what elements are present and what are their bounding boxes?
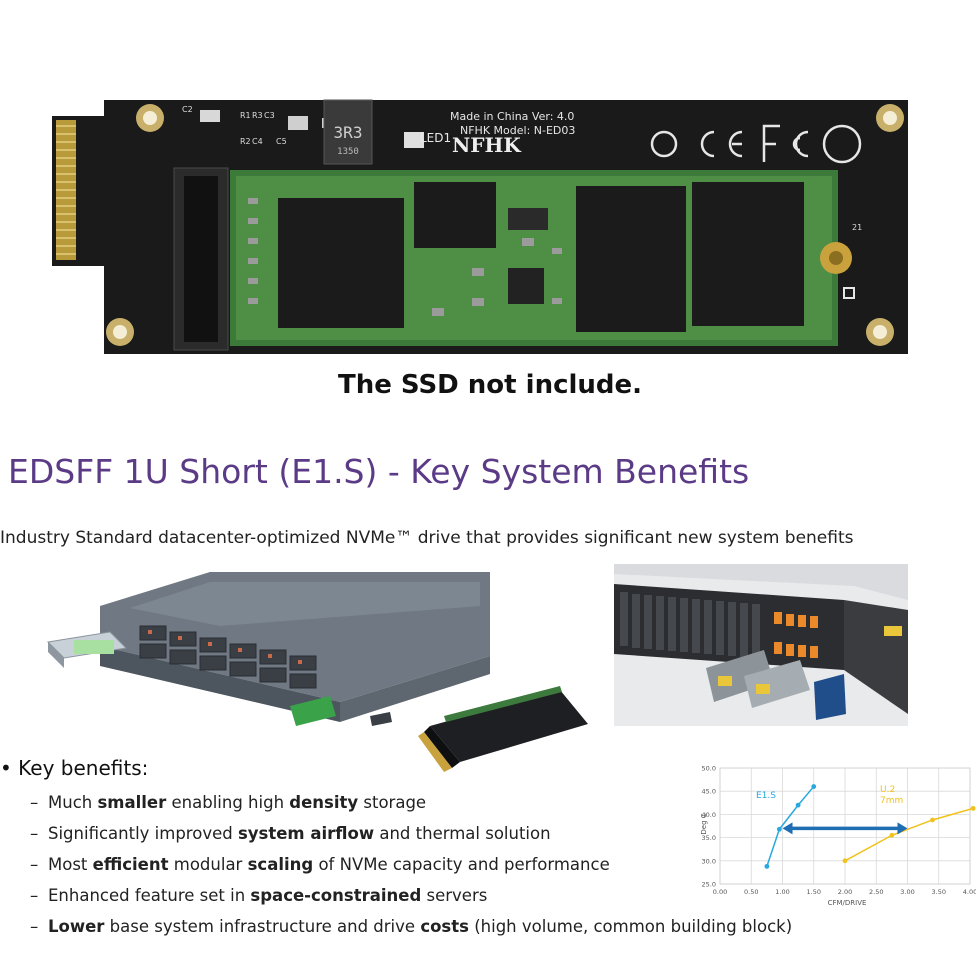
svg-text:C3: C3 [264,111,275,120]
nand-chip [278,198,404,328]
y-tick-label: 35.0 [702,834,716,842]
y-axis-label: Deg C [700,813,708,834]
svg-text:LED1: LED1 [420,131,451,145]
benefits-list: –Much smaller enabling high density stor… [30,790,792,945]
chart-series [764,784,976,869]
list-dash: – [30,824,39,843]
list-item: –Significantly improved system airflow a… [30,821,792,852]
svg-text:21: 21 [852,223,862,232]
x-tick-label: 3.00 [900,888,914,896]
svg-text:NFHK: NFHK [452,133,521,157]
svg-text:R1: R1 [240,111,251,120]
mounting-hole [106,104,904,346]
inductor [323,99,373,165]
plot-frame [719,767,971,885]
data-point [795,802,801,808]
list-item: –Much smaller enabling high density stor… [30,790,792,821]
list-item: –Enhanced feature set in space-constrain… [30,883,792,914]
y-tick-label: 45.0 [702,788,716,796]
y-tick-label: 40.0 [702,811,716,819]
legend-e1s: E1.S [756,791,776,801]
benefits-heading: • Key benefits: [0,756,149,780]
x-tick-label: 2.00 [838,888,852,896]
ce-mark-icon [700,130,743,158]
data-point [970,805,976,811]
fcc-mark-icon [762,124,809,162]
list-item: –Lower base system infrastructure and dr… [30,914,792,945]
list-dash: – [30,917,39,936]
svg-text:R3: R3 [252,111,263,120]
m2-to-e1s-adapter-board: 3R3 1350 LED1 C2 R1 R2 R3 C3 C4 C5 21 NF… [52,99,908,354]
data-point [764,863,770,869]
nand-chip [576,186,686,332]
data-point [930,817,935,823]
e1s-drive-module [418,686,588,772]
thermal-chart: 25.0 30.0 35.0 40.0 45.0 50.0 0.00 0.50 1.00 1.5… [700,765,976,908]
svg-text:3R3: 3R3 [334,123,363,142]
x-tick-label: 1.00 [775,888,789,896]
arrow-head-right [897,822,908,835]
chart-grid [719,767,971,885]
x-axis-label: CFM/DRIVE [828,899,867,907]
server-rack-photo [614,564,908,726]
list-dash: – [30,855,39,874]
svg-text:NFHK Model: N-ED03: NFHK Model: N-ED03 [460,124,575,137]
y-tick-label: 50.0 [702,765,716,773]
pb-free-icon [650,130,678,158]
nand-chip [692,182,804,326]
x-tick-labels: 0.00 0.50 1.00 1.50 2.00 2.50 3.00 3.50 4.00 [713,888,976,896]
comparison-arrow [782,822,908,835]
x-tick-label: 0.50 [744,888,758,896]
y-tick-labels: 25.0 30.0 35.0 40.0 45.0 50.0 [702,765,716,889]
svg-text:1350: 1350 [337,147,359,157]
x-tick-label: 0.00 [713,888,727,896]
list-dash: – [30,793,39,812]
caption-ssd-not-included: The SSD not include. [337,370,643,400]
nf-mark-icon [822,124,862,164]
y-tick-label: 25.0 [702,881,716,889]
svg-text:C5: C5 [276,137,287,146]
nvme-ssd-module [230,170,838,346]
list-item: –Most efficient modular scaling of NVMe … [30,852,792,883]
data-point [889,832,895,838]
slide-title: EDSFF 1U Short (E1.S) - Key System Benef… [8,452,750,491]
controller-chip [414,182,496,248]
x-tick-label: 3.50 [932,888,946,896]
data-point [811,784,817,789]
arrow-head-left [782,822,793,835]
slide-subtitle: Industry Standard datacenter-optimized N… [0,528,854,548]
x-tick-label: 2.50 [869,888,883,896]
certification-marks [650,124,862,164]
edge-connector-gold-fingers [56,120,76,260]
legend-u2-name: U.2 [880,785,895,795]
series-line-0 [766,786,815,867]
data-point [842,858,848,864]
series-line-1 [844,807,974,862]
legend-u2-sub: 7mm [880,796,903,806]
server-chassis-illustration [40,566,600,776]
svg-text:C4: C4 [252,137,263,146]
svg-text:Made in China Ver: 4.0: Made in China Ver: 4.0 [450,110,574,123]
y-tick-label: 30.0 [702,857,716,865]
list-dash: – [30,886,39,905]
data-point [776,826,782,832]
x-tick-label: 1.50 [807,888,821,896]
x-tick-label: 4.00 [963,888,976,896]
svg-text:C2: C2 [182,105,193,114]
svg-text:R2: R2 [240,137,251,146]
